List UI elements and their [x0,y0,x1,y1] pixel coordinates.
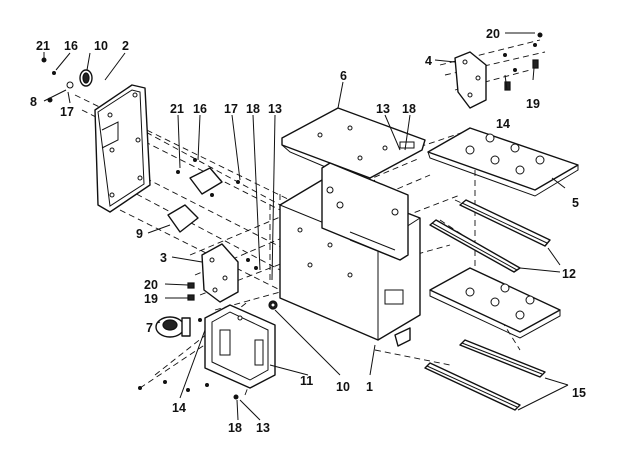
leader-lines [43,32,569,421]
callout-17-mid: 17 [224,102,238,116]
callout-3: 3 [160,251,167,265]
plate-lower-right [429,267,561,339]
rails-part-15 [424,339,546,411]
callout-13-right: 13 [376,102,390,116]
housing-part-11 [204,304,276,389]
callout-9: 9 [136,227,143,241]
callout-7: 7 [146,321,153,335]
fasteners-bottom [138,380,239,400]
callout-20-top-right: 20 [486,27,500,41]
callout-14-bottom: 14 [172,401,186,415]
callout-8: 8 [30,95,37,109]
callout-1: 1 [366,380,373,394]
callout-17-top-left: 17 [60,105,74,119]
fasteners-top-right [503,32,543,91]
callout-21-mid: 21 [170,102,184,116]
callout-13-bottom: 13 [256,421,270,435]
fasteners-top-left [41,57,93,103]
callout-10-bottom: 10 [336,380,350,394]
callout-15: 15 [572,386,586,400]
callout-11: 11 [300,374,313,388]
callout-16-mid: 16 [193,102,207,116]
callout-20-left: 20 [144,278,158,292]
motor-part-7 [155,316,191,338]
callout-19-left: 19 [144,292,158,306]
callout-12: 12 [562,267,576,281]
callout-18-bottom: 18 [228,421,242,435]
callout-19-top-right: 19 [526,97,540,111]
bracket-part-4 [454,51,487,109]
callout-16-top-left: 16 [64,39,78,53]
plate-part-5 [427,127,579,197]
bracket-part-3 [201,243,258,303]
callout-21-top-left: 21 [36,39,50,53]
rails-part-12 [429,199,551,273]
bracket-part-9 [167,158,240,233]
callout-4: 4 [425,54,432,68]
callout-5: 5 [572,196,579,210]
callout-18-mid: 18 [246,102,260,116]
callout-13-mid: 13 [268,102,282,116]
callout-2: 2 [122,39,129,53]
main-frame-part-1 [279,162,421,347]
side-plate-part-2 [94,84,151,213]
callout-10-top-left: 10 [94,39,108,53]
callout-14-top-right: 14 [496,117,510,131]
callout-labels: 21 16 10 2 8 17 21 16 17 18 13 6 13 18 2… [30,27,586,435]
part-10-center [268,300,278,310]
callout-18-right: 18 [402,102,416,116]
callout-6: 6 [340,69,347,83]
